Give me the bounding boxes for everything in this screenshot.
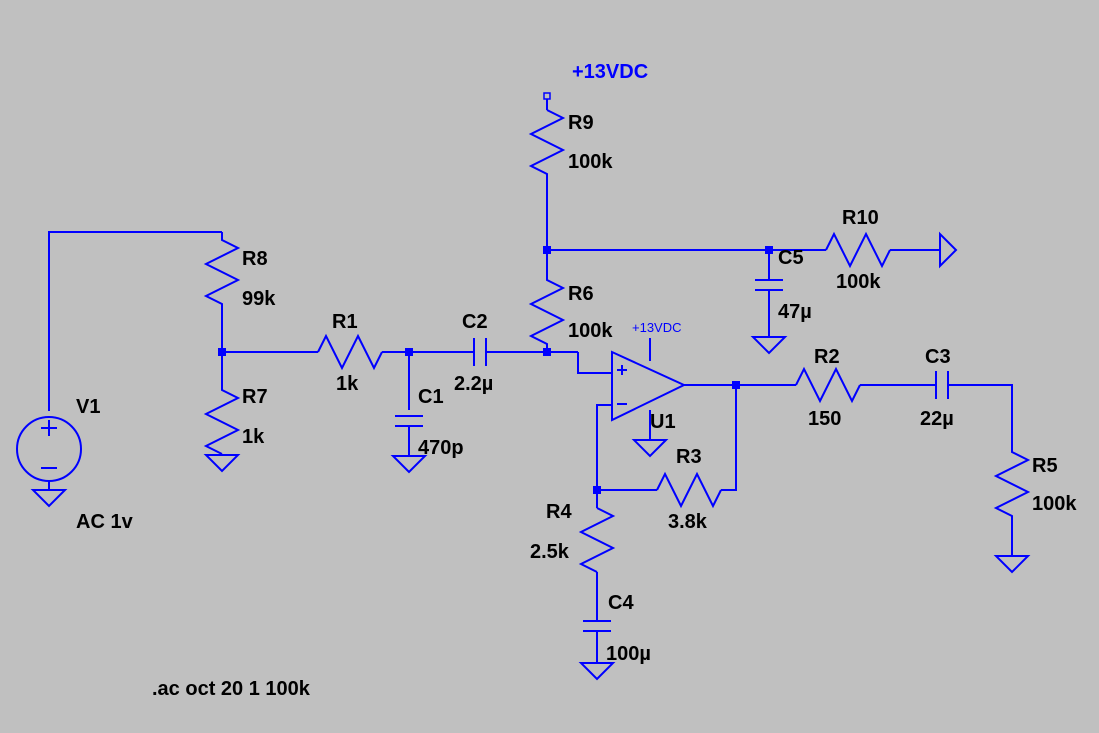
ground-symbols — [30, 231, 1031, 681]
c2-value: 2.2µ — [454, 373, 493, 395]
junction-dot — [732, 381, 740, 389]
ground-icon — [993, 555, 1031, 574]
r1-value: 1k — [336, 373, 359, 395]
r2-name: R2 — [814, 346, 840, 368]
ground-icon — [578, 662, 616, 681]
c5-value: 47µ — [778, 301, 812, 323]
c4-name: C4 — [608, 592, 634, 614]
ground-icon — [203, 454, 241, 473]
resistor-r9[interactable]: R9 100k — [528, 99, 613, 178]
wire-v1-r8 — [48, 231, 222, 411]
u1-name: U1 — [650, 411, 676, 433]
c3-name: C3 — [925, 346, 951, 368]
capacitor-c3[interactable]: C3 22µ — [920, 346, 954, 430]
c3-value: 22µ — [920, 408, 954, 430]
r6-name: R6 — [568, 283, 594, 305]
r9-value: 100k — [568, 151, 613, 173]
ground-icon — [750, 336, 788, 355]
r5-name: R5 — [1032, 455, 1058, 477]
r7-value: 1k — [242, 426, 265, 448]
r10-name: R10 — [842, 207, 879, 229]
voltage-source-v1[interactable]: V1 AC 1v — [16, 396, 134, 533]
resistor-r4[interactable]: R4 2.5k — [530, 501, 616, 573]
wires — [48, 178, 1013, 621]
resistor-r10[interactable]: R10 100k — [825, 207, 891, 293]
r9-name: R9 — [568, 112, 594, 134]
opamp-u1[interactable]: U1 +13VDC — [611, 320, 687, 433]
c1-value: 470p — [418, 437, 464, 459]
r3-name: R3 — [676, 446, 702, 468]
r8-value: 99k — [242, 288, 276, 310]
r8-name: R8 — [242, 248, 268, 270]
r7-name: R7 — [242, 386, 268, 408]
wire-feedback-minus — [596, 404, 612, 508]
ground-icon — [390, 455, 428, 474]
supply-terminal-icon — [543, 92, 551, 100]
junction-dot — [593, 486, 601, 494]
c5-name: C5 — [778, 247, 804, 269]
spice-directive[interactable]: .ac oct 20 1 100k — [152, 678, 311, 700]
r5-value: 100k — [1032, 493, 1077, 515]
capacitor-c2[interactable]: C2 2.2µ — [454, 311, 493, 395]
v1-value: AC 1v — [76, 511, 134, 533]
r1-name: R1 — [332, 311, 358, 333]
resistor-r8[interactable]: R8 99k — [203, 232, 276, 317]
junction-dot — [765, 246, 773, 254]
wire-node-opamp-plus — [577, 352, 612, 374]
ground-icon — [631, 439, 669, 458]
r6-value: 100k — [568, 320, 613, 342]
junction-dot — [543, 246, 551, 254]
r4-value: 2.5k — [530, 541, 570, 563]
v1-name: V1 — [76, 396, 100, 418]
resistor-r7[interactable]: R7 1k — [203, 384, 268, 455]
c4-value: 100µ — [606, 643, 651, 665]
capacitor-c5[interactable]: C5 47µ — [755, 247, 812, 336]
wire-feedback-right — [721, 385, 737, 491]
junction-dot — [405, 348, 413, 356]
u1-supply-label: +13VDC — [632, 320, 682, 335]
ground-icon — [30, 489, 68, 508]
ground-icon — [939, 231, 958, 269]
c2-name: C2 — [462, 311, 488, 333]
wire-c3-r5 — [948, 384, 1013, 445]
capacitor-c4[interactable]: C4 100µ — [583, 592, 651, 665]
resistor-r1[interactable]: R1 1k — [317, 311, 383, 395]
r2-value: 150 — [808, 408, 841, 430]
junction-dot — [218, 348, 226, 356]
resistor-r6[interactable]: R6 100k — [528, 270, 613, 352]
r10-value: 100k — [836, 271, 881, 293]
capacitor-c1[interactable]: C1 470p — [395, 386, 464, 459]
c1-name: C1 — [418, 386, 444, 408]
resistor-r2[interactable]: R2 150 — [795, 346, 861, 430]
resistor-r3[interactable]: R3 3.8k — [656, 446, 722, 533]
r4-name: R4 — [546, 501, 572, 523]
supply-label: +13VDC — [572, 61, 648, 83]
resistor-r5[interactable]: R5 100k — [993, 445, 1077, 555]
r3-value: 3.8k — [668, 511, 708, 533]
supply-flag[interactable]: +13VDC — [543, 61, 648, 100]
